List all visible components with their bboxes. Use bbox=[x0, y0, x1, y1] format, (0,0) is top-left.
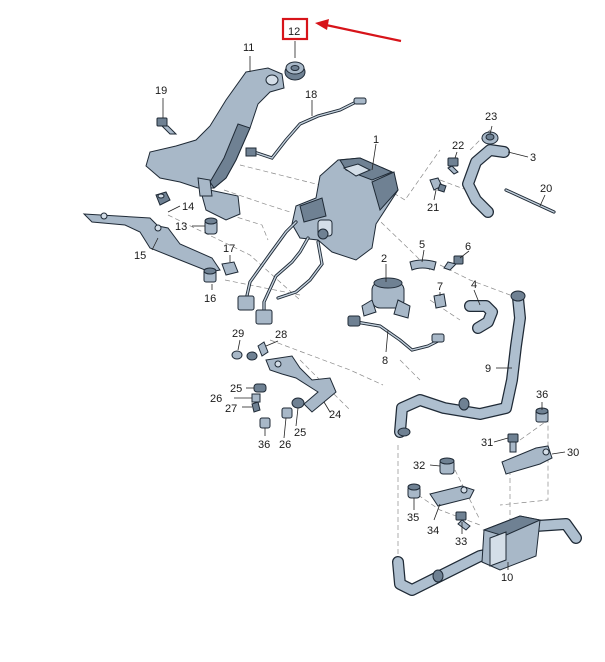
bolt-33 bbox=[455, 511, 471, 531]
callout-22: 22 bbox=[452, 140, 464, 152]
callout-36-a: 36 bbox=[258, 439, 270, 451]
callout-2: 2 bbox=[381, 253, 387, 265]
callout-3: 3 bbox=[530, 152, 536, 164]
callout-18: 18 bbox=[305, 89, 317, 101]
callout-17: 17 bbox=[223, 243, 235, 255]
bush-35 bbox=[407, 483, 421, 499]
grommet-25-a bbox=[253, 383, 267, 393]
callout-8: 8 bbox=[382, 355, 388, 367]
callout-26-b: 26 bbox=[279, 439, 291, 451]
callout-4: 4 bbox=[471, 279, 477, 291]
bolt-22 bbox=[447, 157, 459, 175]
callout-25-a: 25 bbox=[230, 383, 242, 395]
callout-9: 9 bbox=[485, 363, 491, 375]
auxiliary-heater-unit bbox=[291, 157, 399, 261]
callout-1: 1 bbox=[373, 134, 379, 146]
callout-16: 16 bbox=[204, 293, 216, 305]
clamp-23 bbox=[481, 131, 499, 145]
callout-21: 21 bbox=[427, 202, 439, 214]
callout-36-b: 36 bbox=[536, 389, 548, 401]
highlight-box bbox=[281, 17, 309, 41]
nut-36-b bbox=[535, 407, 549, 423]
callout-14: 14 bbox=[182, 201, 194, 213]
grommet-25-b bbox=[291, 397, 305, 409]
bolt-31 bbox=[507, 433, 519, 453]
bracket-34 bbox=[429, 485, 475, 507]
callout-28: 28 bbox=[275, 329, 287, 341]
grommet-12 bbox=[284, 61, 306, 81]
cable-tie-20 bbox=[504, 188, 556, 214]
bolt-19 bbox=[156, 117, 178, 135]
callout-13: 13 bbox=[175, 221, 187, 233]
callout-33: 33 bbox=[455, 536, 467, 548]
callout-6: 6 bbox=[465, 241, 471, 253]
hose-9 bbox=[394, 290, 526, 438]
callout-7: 7 bbox=[437, 281, 443, 293]
callout-25-b: 25 bbox=[294, 427, 306, 439]
callout-labels: 1 2 3 4 5 6 7 8 9 10 11 12 13 14 15 16 1… bbox=[134, 26, 579, 584]
callout-26-a: 26 bbox=[210, 393, 222, 405]
bracket-15 bbox=[82, 212, 221, 273]
callout-12: 12 bbox=[288, 26, 300, 38]
callout-35: 35 bbox=[407, 512, 419, 524]
washer-29 bbox=[231, 350, 243, 360]
callout-23: 23 bbox=[485, 111, 497, 123]
bush-32 bbox=[439, 457, 455, 475]
pointer-arrow-icon bbox=[315, 19, 329, 30]
wiring-harness bbox=[237, 220, 324, 325]
callout-10: 10 bbox=[501, 572, 513, 584]
wire-8 bbox=[347, 315, 445, 352]
callout-31: 31 bbox=[481, 437, 493, 449]
callout-11: 11 bbox=[243, 42, 254, 54]
nut-26-b bbox=[281, 407, 293, 419]
callout-19: 19 bbox=[155, 85, 167, 97]
callout-24: 24 bbox=[329, 409, 341, 421]
bolt-27 bbox=[251, 401, 261, 413]
bolt-6 bbox=[443, 255, 464, 271]
hose-4 bbox=[464, 300, 498, 334]
nut-14 bbox=[155, 191, 171, 206]
sensor-wire-18 bbox=[245, 97, 367, 160]
coolant-pump-2 bbox=[361, 277, 411, 319]
highlight-marker bbox=[281, 17, 402, 43]
clip-17 bbox=[221, 261, 239, 276]
nut-26-a bbox=[251, 393, 261, 403]
bracket-24 bbox=[265, 355, 337, 413]
bracket-30 bbox=[501, 445, 553, 475]
clamp-7 bbox=[433, 293, 447, 309]
hose-3 bbox=[462, 144, 510, 218]
callout-leader-lines bbox=[151, 41, 566, 570]
nut-16 bbox=[203, 267, 217, 283]
mounting-bracket-part bbox=[145, 67, 285, 221]
sensor-21 bbox=[429, 177, 447, 193]
callout-27: 27 bbox=[225, 403, 237, 415]
pointer-arrow-line bbox=[325, 23, 402, 43]
callout-32: 32 bbox=[413, 460, 425, 472]
callout-30: 30 bbox=[567, 447, 579, 459]
screw-28 bbox=[246, 341, 269, 361]
callout-29: 29 bbox=[232, 328, 244, 340]
callout-15: 15 bbox=[134, 250, 146, 262]
bush-13 bbox=[204, 217, 218, 235]
nut-36-a bbox=[259, 417, 271, 429]
callout-5: 5 bbox=[419, 239, 425, 251]
clip-5 bbox=[409, 259, 437, 271]
callout-20: 20 bbox=[540, 183, 552, 195]
callout-34: 34 bbox=[427, 525, 439, 537]
hose-10 bbox=[392, 515, 582, 596]
